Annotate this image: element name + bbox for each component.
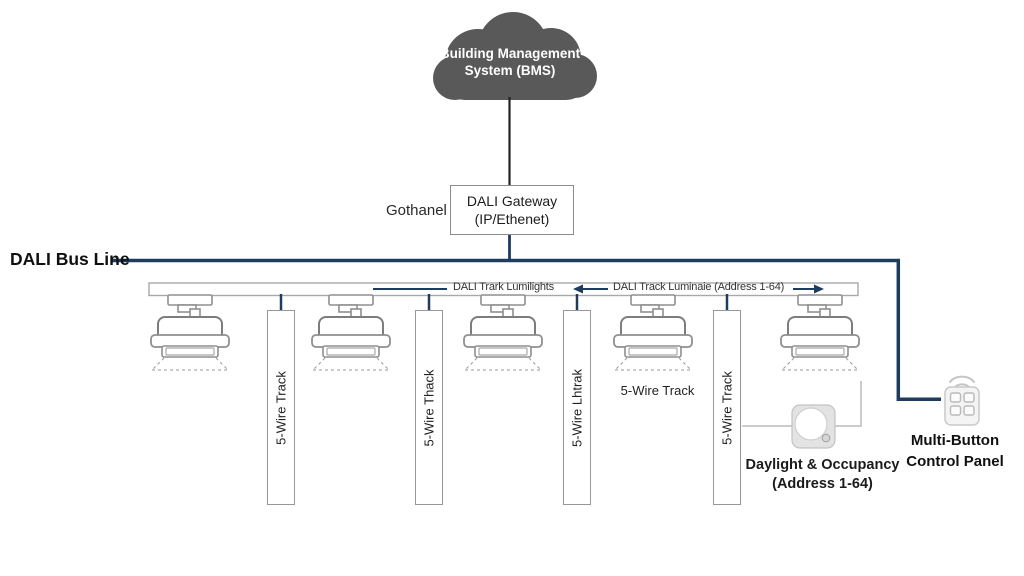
sensor-label-line2: (Address 1-64) (772, 476, 873, 492)
occupancy-sensor-icon (791, 404, 836, 449)
spotlight-icon (150, 294, 230, 371)
bms-label-line2: System (BMS) (464, 62, 556, 78)
spotlight-icon (780, 294, 860, 371)
dali-bus-line (112, 258, 941, 401)
five-wire-track-label: 5-Wire Track (273, 370, 289, 445)
sensor-connector-right (834, 381, 862, 427)
dali-gateway-node: DALI Gateway (IP/Ethenet) (450, 185, 574, 235)
cloud-icon (433, 12, 597, 100)
gateway-label-line2: (IP/Ethenet) (474, 211, 550, 227)
gateway-side-label: Gothanel (386, 202, 447, 219)
spotlight-icon (613, 294, 693, 371)
arrow-left-icon (573, 284, 608, 294)
spotlight-icon (311, 294, 391, 371)
control-panel-label: Multi-Button Control Panel (890, 430, 1020, 472)
bms-cloud-label: Building Management System (BMS) (428, 46, 592, 79)
dali-bus-line-label: DALI Bus Line (10, 249, 130, 269)
arrow-right-icon (793, 284, 824, 294)
five-wire-track-box: 5-Wire Track (713, 310, 741, 505)
five-wire-track-box: 5-Wire Thack (415, 310, 443, 505)
wireless-signal-icon (949, 375, 975, 388)
spotlight-icon (463, 294, 543, 371)
bms-label-line1: Building Management (439, 46, 581, 61)
five-wire-track-label: 5-Wire Thack (421, 368, 437, 447)
five-wire-track-label: 5-Wire Lhtrak (569, 368, 585, 447)
control-panel-label-line1: Multi-Button (910, 432, 1000, 449)
track-left-text: DALI Trark Lumilights (453, 281, 554, 293)
control-panel-label-line2: Control Panel (906, 453, 1004, 470)
five-wire-track-box: 5-Wire Lhtrak (563, 310, 591, 505)
sensor-label: Daylight & Occupancy (Address 1-64) (745, 456, 900, 494)
five-wire-track-side-label: 5-Wire Track (620, 383, 695, 398)
gateway-label-line1: DALI Gateway (466, 193, 558, 209)
five-wire-track-box: 5-Wire Track (267, 310, 295, 505)
sensor-label-line1: Daylight & Occupancy (745, 457, 900, 473)
control-panel-icon (944, 386, 980, 426)
five-wire-track-label: 5-Wire Track (719, 370, 735, 445)
track-right-text: DALI Track Luminaie (Address 1-64) (613, 281, 785, 293)
